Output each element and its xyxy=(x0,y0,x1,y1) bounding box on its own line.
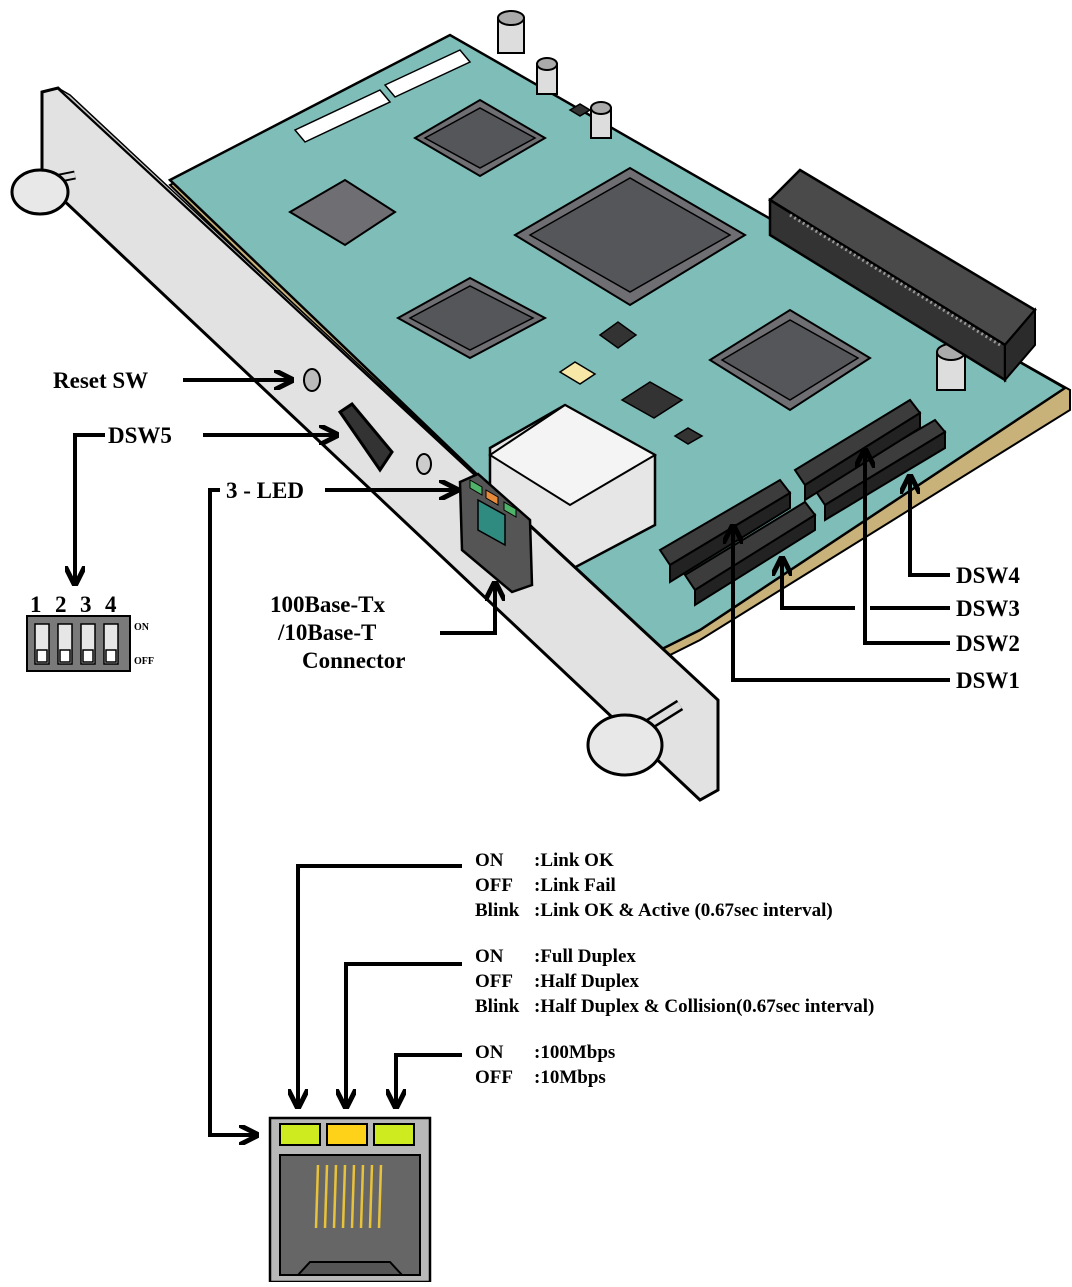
led2-text-off: :Half Duplex xyxy=(534,971,640,992)
led2-state-off: OFF xyxy=(475,971,513,992)
led-to-jack-arrow xyxy=(210,490,255,1135)
led-speed xyxy=(374,1124,414,1145)
jack-opening xyxy=(280,1155,420,1275)
led2-text-on: :Full Duplex xyxy=(534,946,636,967)
jack-latch xyxy=(298,1262,402,1275)
led3-desc-arrow xyxy=(396,1055,462,1105)
led1-state-blink: Blink xyxy=(475,900,520,921)
dsw2-label: DSW2 xyxy=(956,631,1020,656)
led1-description: ON :Link OK OFF :Link Fail Blink :Link O… xyxy=(475,850,833,921)
led1-text-on: :Link OK xyxy=(534,850,614,871)
capacitor xyxy=(537,58,557,94)
led1-text-off: :Link Fail xyxy=(534,875,616,896)
led-descriptions: ON :Link OK OFF :Link Fail Blink :Link O… xyxy=(475,850,874,1088)
led-duplex xyxy=(327,1124,367,1145)
dip-on-label: ON xyxy=(134,622,150,633)
led2-state-blink: Blink xyxy=(475,996,520,1017)
dsw1-label: DSW1 xyxy=(956,668,1020,693)
led2-description: ON :Full Duplex OFF :Half Duplex Blink :… xyxy=(475,946,874,1017)
connector-label-line2: /10Base-T xyxy=(277,620,376,645)
led-link xyxy=(280,1124,320,1145)
led3-text-on: :100Mbps xyxy=(534,1042,615,1063)
dsw4-label: DSW4 xyxy=(956,563,1020,588)
connector-label-line3: Connector xyxy=(302,648,405,673)
led3-state-off: OFF xyxy=(475,1067,513,1088)
rj45-jack-front-view xyxy=(270,1118,430,1282)
led-label: 3 - LED xyxy=(226,478,304,503)
panel-hole xyxy=(417,454,431,474)
capacitor xyxy=(591,102,611,138)
led2-text-blink: :Half Duplex & Collision(0.67sec interva… xyxy=(534,996,874,1017)
dip-switch: 1 2 3 4 ON OFF xyxy=(27,592,154,671)
reset-sw-label: Reset SW xyxy=(53,368,148,393)
led1-desc-arrow xyxy=(298,866,462,1105)
led1-state-on: ON xyxy=(475,850,504,871)
dsw5-label: DSW5 xyxy=(108,423,172,448)
led1-state-off: OFF xyxy=(475,875,513,896)
dsw3-label: DSW3 xyxy=(956,596,1020,621)
dip-slot xyxy=(104,624,118,664)
led3-description: ON :100Mbps OFF :10Mbps xyxy=(475,1042,615,1088)
led3-text-off: :10Mbps xyxy=(534,1067,606,1088)
led2-desc-arrow xyxy=(346,964,462,1105)
dip-slot xyxy=(58,624,72,664)
dip-number-4: 4 xyxy=(105,592,117,617)
led3-state-on: ON xyxy=(475,1042,504,1063)
reset-switch-hole xyxy=(304,369,320,391)
dip-number-1: 1 xyxy=(30,592,42,617)
connector-label-line1: 100Base-Tx xyxy=(270,592,386,617)
thumb-screw-top xyxy=(12,170,75,214)
dip-number-3: 3 xyxy=(80,592,92,617)
dip-off-label: OFF xyxy=(134,656,154,667)
dip-number-2: 2 xyxy=(55,592,67,617)
dip-slot xyxy=(81,624,95,664)
led2-state-on: ON xyxy=(475,946,504,967)
dsw5-to-dip-arrow xyxy=(75,435,105,582)
led1-text-blink: :Link OK & Active (0.67sec interval) xyxy=(534,900,833,921)
dip-slot xyxy=(35,624,49,664)
capacitor xyxy=(498,11,524,53)
